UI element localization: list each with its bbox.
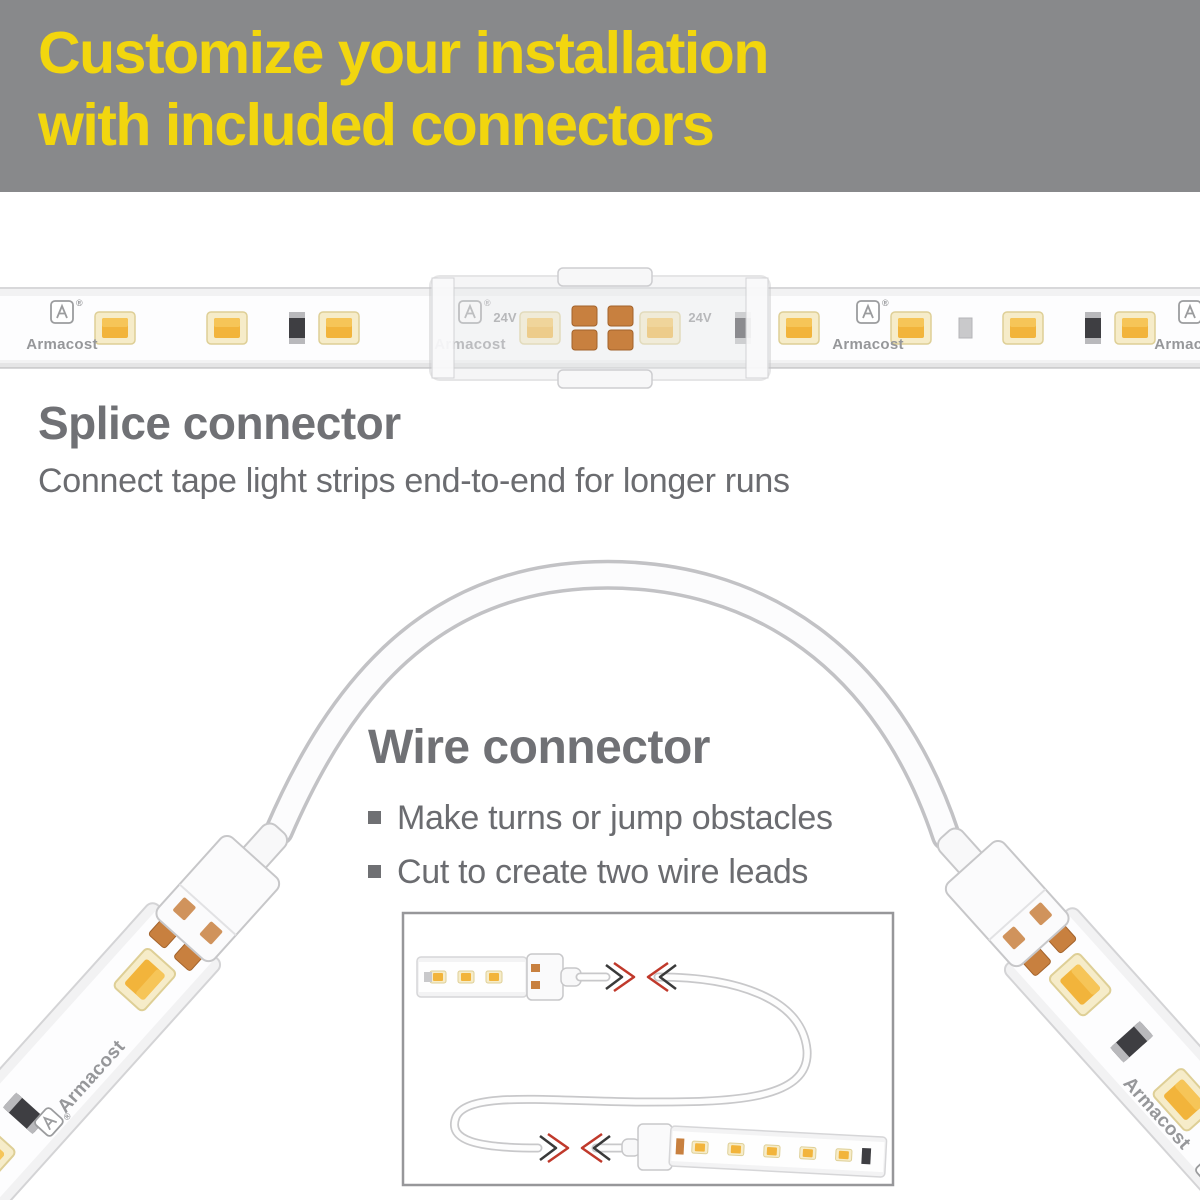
chip-component (958, 317, 973, 339)
led-chip (778, 311, 820, 345)
copper-contact (571, 329, 598, 351)
wire-section: Wire connector Make turns or jump obstac… (368, 720, 833, 907)
armacost-logo (856, 300, 880, 324)
resistor-component (1085, 312, 1101, 344)
armacost-logo (50, 300, 74, 324)
bullet-text: Make turns or jump obstacles (397, 799, 833, 837)
brand-mark: ® Armacost (832, 298, 904, 353)
led-chip (1114, 311, 1156, 345)
bullet-square-icon (368, 811, 381, 824)
header-banner: Customize your installation with include… (0, 0, 1200, 192)
brand-label: Armacost (26, 336, 98, 353)
wire-title: Wire connector (368, 721, 710, 774)
registered-mark: ® (882, 298, 889, 308)
brand-mark: ® Armacost (26, 298, 98, 353)
clip-body (155, 834, 281, 963)
connector-wire (264, 559, 961, 851)
mini-strip (668, 1125, 888, 1178)
voltage-label: 24V (688, 310, 711, 325)
led-chip (834, 1148, 853, 1162)
voltage-label: 24V (493, 310, 516, 325)
splice-title: Splice connector (38, 397, 401, 449)
wire-bullet-list: Make turns or jump obstacles Cut to crea… (368, 799, 833, 892)
led-chip (727, 1142, 745, 1157)
led-strip-left: ® Armacost (0, 822, 289, 1200)
led-strip-right: ® Armacost (936, 827, 1200, 1200)
led-chip (485, 970, 503, 984)
wire-clip (936, 827, 1070, 968)
led-chip (691, 1140, 709, 1155)
copper-contact (531, 964, 540, 972)
splice-tab-bottom (557, 369, 653, 389)
registered-mark: ® (61, 1110, 73, 1122)
brand-label: Armacost (832, 336, 904, 353)
bullet-item: Make turns or jump obstacles (368, 799, 833, 838)
copper-contact (1029, 902, 1052, 926)
bullet-item: Cut to create two wire leads (368, 853, 833, 892)
cut-mark-icon (605, 961, 677, 993)
led-chip (763, 1144, 781, 1159)
registered-mark: ® (484, 298, 491, 308)
copper-contact (173, 897, 196, 921)
copper-contact (571, 305, 598, 327)
armacost-logo (1178, 300, 1200, 324)
copper-contact (1002, 926, 1026, 950)
headline: Customize your installation with include… (0, 0, 1200, 161)
wire-clip (155, 822, 289, 963)
inset-cut-diagram (401, 911, 895, 1187)
copper-contact (531, 981, 540, 989)
led-chip (457, 970, 475, 984)
splice-housing (429, 275, 771, 381)
copper-contact (607, 329, 634, 351)
led-chip (318, 311, 360, 345)
led-chip (94, 311, 136, 345)
copper-contact (199, 921, 223, 945)
splice-tab-top (557, 267, 653, 287)
splice-description: Connect tape light strips end-to-end for… (38, 462, 790, 500)
inset-wire (450, 972, 812, 1153)
copper-contact (607, 305, 634, 327)
splice-section: Splice connector Connect tape light stri… (38, 396, 790, 501)
brand-mark: Armacost (1154, 300, 1200, 353)
splice-connector (429, 267, 771, 389)
headline-line2: with included connectors (38, 92, 715, 158)
wire-clip (526, 953, 564, 1001)
bullet-square-icon (368, 865, 381, 878)
resistor-component (289, 312, 305, 344)
led-strip-horizontal: ® Armacost ® Armacost ® Armacost Armacos… (0, 287, 1200, 369)
cut-mark-icon (539, 1132, 611, 1164)
led-chip (799, 1146, 817, 1161)
bullet-text: Cut to create two wire leads (397, 853, 809, 891)
led-chip (1002, 311, 1044, 345)
clip-body (944, 839, 1070, 968)
led-chip (206, 311, 248, 345)
copper-contact (675, 1138, 685, 1155)
led-chip (429, 970, 447, 984)
wire-clip (637, 1123, 673, 1171)
resistor-component (861, 1147, 872, 1165)
headline-line1: Customize your installation (38, 20, 769, 86)
brand-label: Armacost (1154, 336, 1200, 353)
registered-mark: ® (76, 298, 83, 308)
